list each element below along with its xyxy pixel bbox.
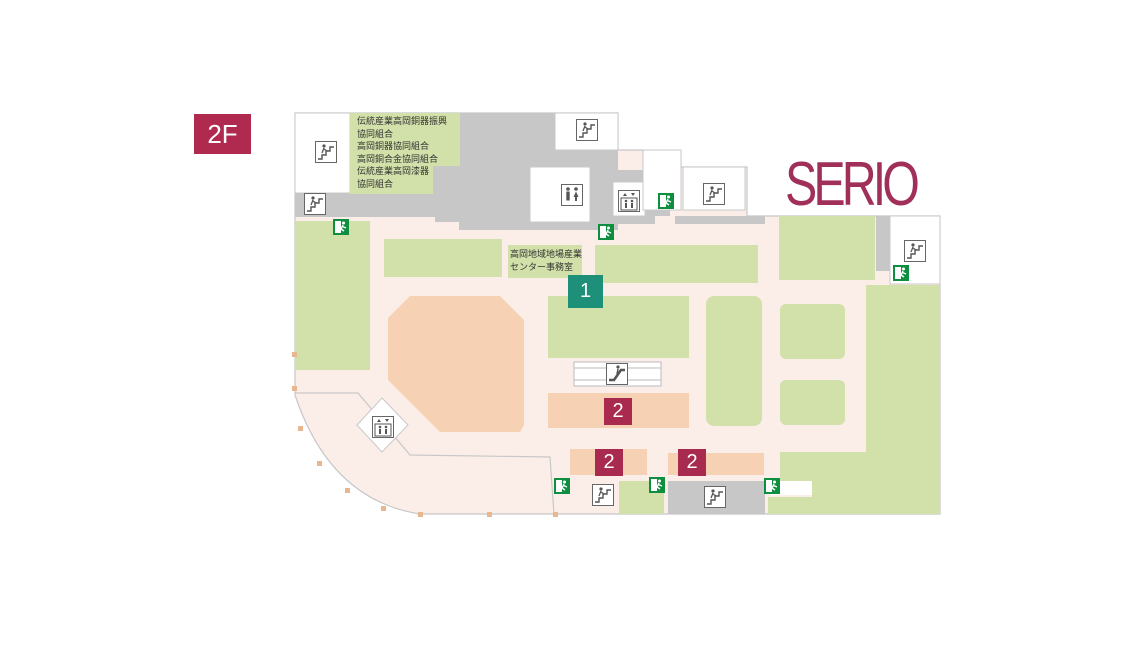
room: [770, 481, 812, 495]
tenant-area: [595, 245, 758, 283]
tenant-association: [350, 113, 460, 166]
floor-badge: 2F: [194, 114, 251, 154]
emergency-exit-icon: [893, 265, 909, 281]
stairs-icon[interactable]: [315, 141, 337, 163]
stairs-icon[interactable]: [703, 183, 725, 205]
tenant-area: [295, 221, 370, 370]
service-strip: [876, 216, 890, 271]
marker-2-center[interactable]: 2: [604, 398, 632, 425]
stairs-icon[interactable]: [592, 484, 614, 506]
association-line: 協同組合: [357, 129, 394, 140]
emergency-exit-icon: [764, 478, 780, 494]
restroom-icon[interactable]: [561, 184, 583, 206]
marker-2-right[interactable]: 2: [678, 449, 706, 476]
stairs-icon[interactable]: [304, 193, 326, 215]
tenant-association: [350, 166, 433, 194]
emergency-exit-icon: [658, 193, 674, 209]
stairs-icon[interactable]: [904, 240, 926, 262]
stairs-icon[interactable]: [704, 486, 726, 508]
facade-markers: [292, 352, 558, 517]
tenant-area: [779, 216, 875, 280]
emergency-exit-icon: [649, 477, 665, 493]
marker-2-left[interactable]: 2: [595, 449, 623, 476]
office-line: センター事務室: [510, 262, 574, 273]
tenant-area: [780, 380, 845, 425]
elevator-icon[interactable]: [372, 416, 394, 438]
tenant-area: [780, 304, 845, 359]
office-line: 高岡地域地場産業: [510, 250, 583, 260]
emergency-exit-icon: [598, 224, 614, 240]
tenant-office: [508, 245, 582, 278]
association-label: 伝統産業高岡銅器振興 協同組合 高岡銅器協同組合 高岡銅合金協同組合 伝統産業高…: [357, 116, 447, 191]
association-line: 高岡銅器協同組合: [357, 142, 430, 152]
association-line: 伝統産業高岡漆器: [357, 167, 430, 177]
service-strip: [675, 216, 765, 224]
tenant-area: [384, 239, 502, 277]
brand-logo: SERIO: [785, 150, 920, 219]
tenant-area: [768, 285, 940, 514]
marker-1[interactable]: 1: [568, 275, 603, 308]
stairs-icon[interactable]: [576, 119, 598, 141]
emergency-exit-icon: [554, 478, 570, 494]
association-line: 高岡銅合金協同組合: [357, 154, 439, 165]
escalator-icon[interactable]: [606, 363, 628, 385]
tenant-area: [706, 296, 762, 426]
office-label: 高岡地域地場産業 センター事務室: [510, 249, 582, 274]
emergency-exit-icon: [333, 219, 349, 235]
tenant-large: [388, 296, 524, 432]
elevator-icon[interactable]: [618, 190, 640, 212]
inner-wall: [295, 392, 555, 515]
association-line: 伝統産業高岡銅器振興: [357, 117, 448, 127]
association-line: 協同組合: [357, 179, 394, 190]
